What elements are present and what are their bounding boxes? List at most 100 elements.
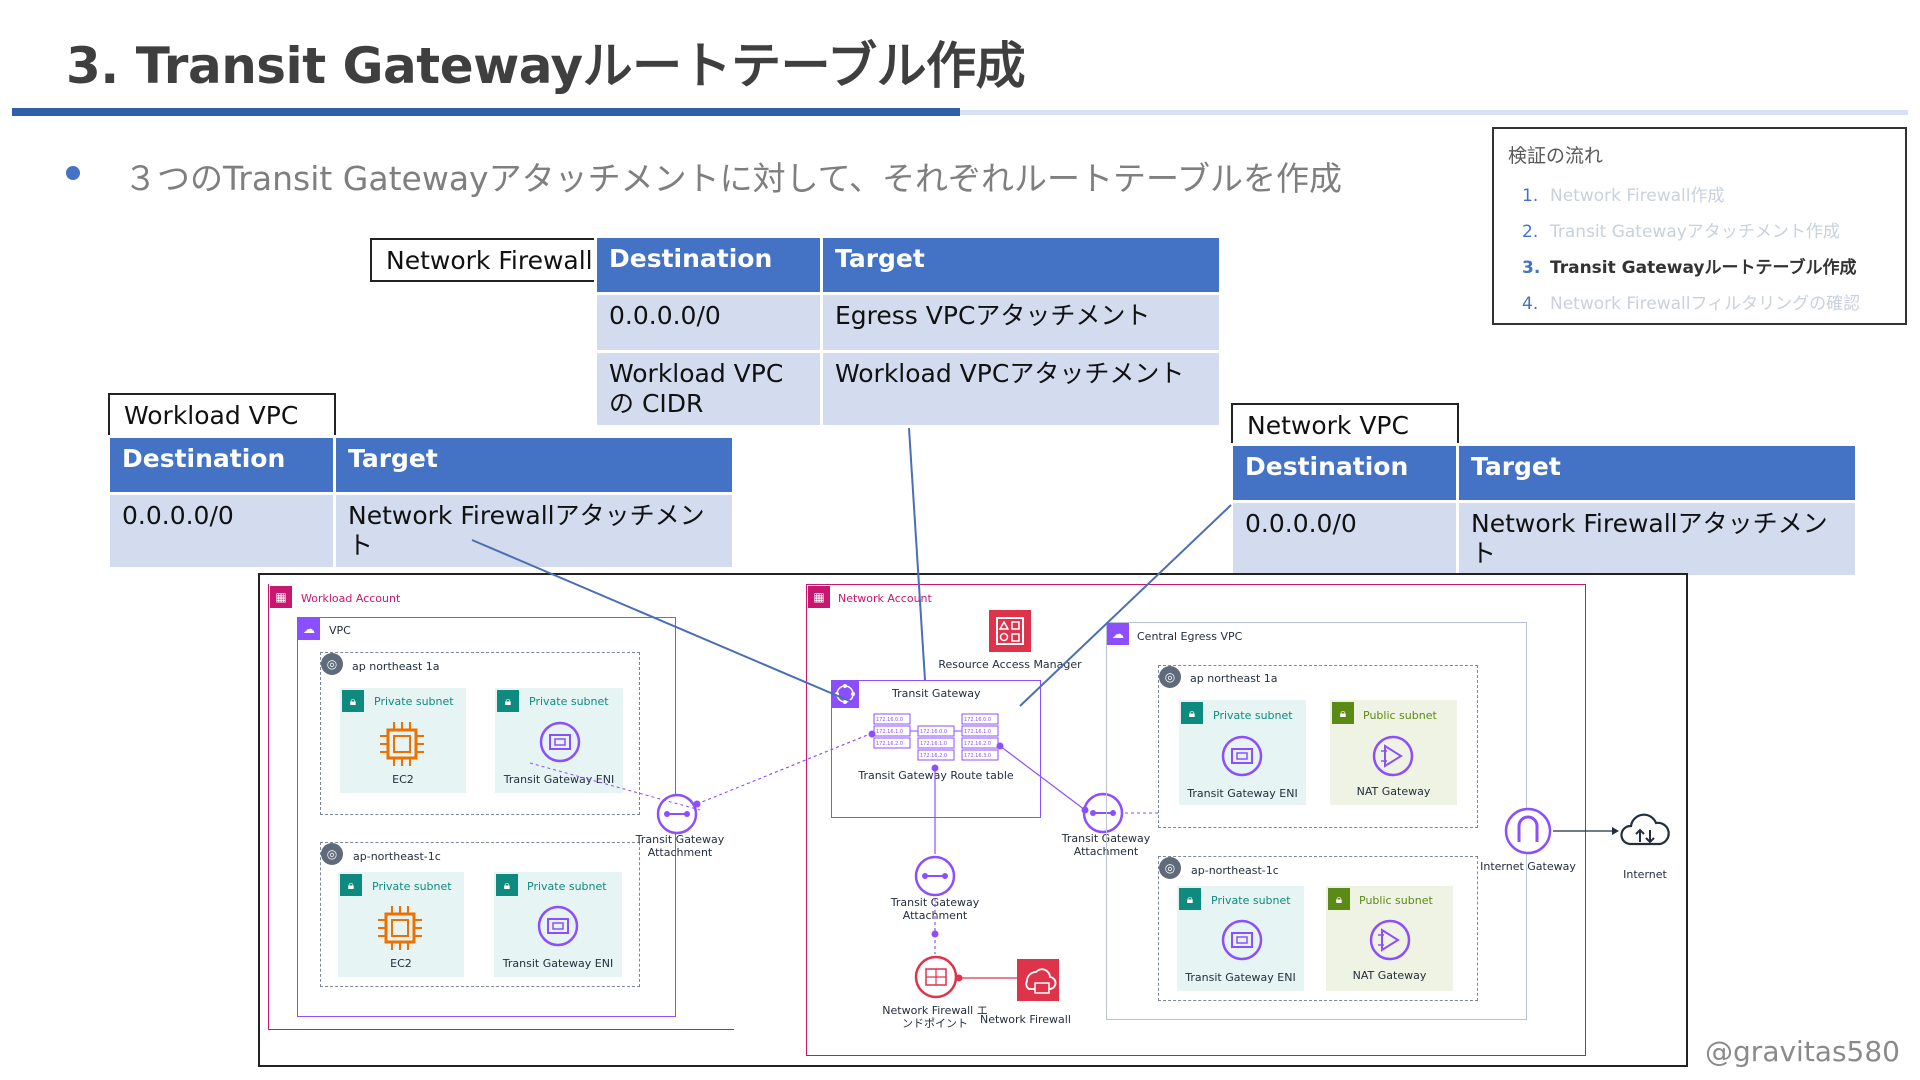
nat-label: NAT Gateway xyxy=(1356,785,1431,798)
eni-label: Transit Gateway ENI xyxy=(502,957,614,970)
cloud-icon xyxy=(1620,813,1670,846)
firewall-endpoint-icon xyxy=(914,955,958,999)
eni-label: Transit Gateway ENI xyxy=(503,773,615,786)
workload-table-label: Workload VPC xyxy=(108,393,336,437)
route-table-label: Transit Gateway Route table xyxy=(858,769,1014,782)
bullet-text: ３つのTransit Gatewayアタッチメントに対して、それぞれルートテーブ… xyxy=(124,159,1342,198)
nfw-endpoint-label: Network Firewall エンドポイント xyxy=(882,1004,988,1030)
lock-icon: 🔒︎ xyxy=(1328,888,1350,910)
flow-item: 4.Network Firewallフィルタリングの確認 xyxy=(1522,294,1861,314)
ec2-label: EC2 xyxy=(390,957,412,970)
page-title: 3. Transit Gatewayルートテーブル作成 xyxy=(66,37,1026,95)
flow-item: 1.Network Firewall作成 xyxy=(1522,186,1725,206)
network-account-label: Network Account xyxy=(838,592,932,605)
column-header: Target xyxy=(823,238,1219,292)
title-underline xyxy=(12,108,960,116)
az-icon: ◎ xyxy=(321,843,343,865)
table-row: 0.0.0.0/0 Network Firewallアタッチメント xyxy=(1233,503,1855,575)
route-cell: 172.16.2.0 xyxy=(964,741,991,747)
subnet-label: Private subnet xyxy=(372,880,452,893)
column-header: Destination xyxy=(1233,446,1456,500)
igw-label: Internet Gateway xyxy=(1480,860,1576,873)
flow-title: 検証の流れ xyxy=(1508,145,1604,167)
route-cell: 172.16.0.0 xyxy=(920,729,947,735)
route-cell: 172.16.1.0 xyxy=(964,729,991,735)
route-cell: 172.16.1.0 xyxy=(920,741,947,747)
lock-icon: 🔒︎ xyxy=(1332,702,1354,724)
route-cell: 172.16.3.0 xyxy=(964,753,991,759)
network-vpc-route-table: Destination Target 0.0.0.0/0 Network Fir… xyxy=(1230,443,1858,578)
nfw-label: Network Firewall xyxy=(980,1013,1071,1026)
eni-label: Transit Gateway ENI xyxy=(1185,971,1296,984)
subnet-label: Public subnet xyxy=(1363,709,1437,722)
lock-icon: 🔒︎ xyxy=(1179,888,1201,910)
az-box xyxy=(1158,856,1478,1001)
lock-icon: 🔒︎ xyxy=(1181,702,1203,724)
az-icon: ◎ xyxy=(1159,857,1181,879)
table-row: 0.0.0.0/0 Egress VPCアタッチメント xyxy=(597,295,1219,350)
vpc-icon: ☁ xyxy=(1107,623,1129,645)
bullet-icon xyxy=(66,166,80,180)
eni-icon xyxy=(1221,919,1263,961)
watermark: @gravitas580 xyxy=(1705,1035,1900,1068)
account-icon: ▦ xyxy=(808,586,830,608)
nat-gateway-icon xyxy=(1372,735,1414,777)
tgw-label: Transit Gateway xyxy=(892,687,981,700)
flow-item: 2.Transit Gatewayアタッチメント作成 xyxy=(1522,222,1840,242)
subnet-label: Private subnet xyxy=(529,695,609,708)
network-vpc-table-label: Network VPC xyxy=(1231,403,1459,447)
eni-icon xyxy=(537,905,579,947)
column-header: Destination xyxy=(597,238,820,292)
eni-icon xyxy=(539,721,581,763)
nat-gateway-icon xyxy=(1369,919,1411,961)
route-cell: 172.16.2.0 xyxy=(876,741,903,747)
subnet-label: Private subnet xyxy=(1213,709,1293,722)
account-icon: ▦ xyxy=(270,586,292,608)
table-row: Workload VPCの CIDR Workload VPCアタッチメント xyxy=(597,353,1219,425)
subnet-label: Private subnet xyxy=(1211,894,1291,907)
az-icon: ◎ xyxy=(321,653,343,675)
internet-gateway-icon xyxy=(1504,807,1552,855)
vpc-label: VPC xyxy=(329,624,351,637)
workload-route-table: Destination Target 0.0.0.0/0 Network Fir… xyxy=(107,435,735,570)
route-cell: 172.16.0.0 xyxy=(876,717,903,723)
az-icon: ◎ xyxy=(1159,666,1181,688)
egress-vpc-label: Central Egress VPC xyxy=(1137,630,1243,643)
column-header: Target xyxy=(1459,446,1855,500)
tgw-attachment-label: Transit Gateway Attachment xyxy=(890,896,980,922)
tgw-attachment-icon xyxy=(914,855,956,897)
subnet-label: Public subnet xyxy=(1359,894,1433,907)
flow-box: 検証の流れ 1.Network Firewall作成 2.Transit Gat… xyxy=(1492,127,1907,325)
ec2-icon xyxy=(380,722,424,766)
az-box xyxy=(320,842,640,987)
route-cell: 172.16.1.0 xyxy=(876,729,903,735)
vpc-icon: ☁ xyxy=(298,618,320,640)
table-row: 0.0.0.0/0 Network Firewallアタッチメント xyxy=(110,495,732,567)
lock-icon: 🔒︎ xyxy=(342,690,364,712)
internet-label: Internet xyxy=(1623,868,1667,881)
ram-icon xyxy=(989,610,1031,652)
column-header: Destination xyxy=(110,438,333,492)
route-cell: 172.16.2.0 xyxy=(920,753,947,759)
az-label: ap-northeast-1c xyxy=(353,850,441,863)
nat-label: NAT Gateway xyxy=(1352,969,1427,982)
workload-account-label: Workload Account xyxy=(301,592,401,605)
lock-icon: 🔒︎ xyxy=(497,690,519,712)
tgw-attachment-icon xyxy=(656,793,698,835)
nfw-route-table: Destination Target 0.0.0.0/0 Egress VPCア… xyxy=(594,235,1222,428)
az-label: ap northeast 1a xyxy=(1190,672,1278,685)
lock-icon: 🔒︎ xyxy=(496,874,518,896)
column-header: Target xyxy=(336,438,732,492)
az-box xyxy=(1158,665,1478,828)
workload-account-box xyxy=(268,584,734,1030)
tgw-attachment-label: Transit Gateway Attachment xyxy=(635,833,725,859)
transit-gateway-icon xyxy=(831,680,859,708)
route-table-icon: 172.16.0.0 172.16.1.0 172.16.2.0 172.16.… xyxy=(873,713,999,761)
network-firewall-icon xyxy=(1017,959,1059,1001)
eni-label: Transit Gateway ENI xyxy=(1187,787,1298,800)
subnet-label: Private subnet xyxy=(374,695,454,708)
nfw-table-label: Network Firewall xyxy=(370,238,598,282)
flow-item-current: 3.Transit Gatewayルートテーブル作成 xyxy=(1522,258,1857,278)
route-cell: 172.16.0.0 xyxy=(964,717,991,723)
az-label: ap northeast 1a xyxy=(352,660,440,673)
